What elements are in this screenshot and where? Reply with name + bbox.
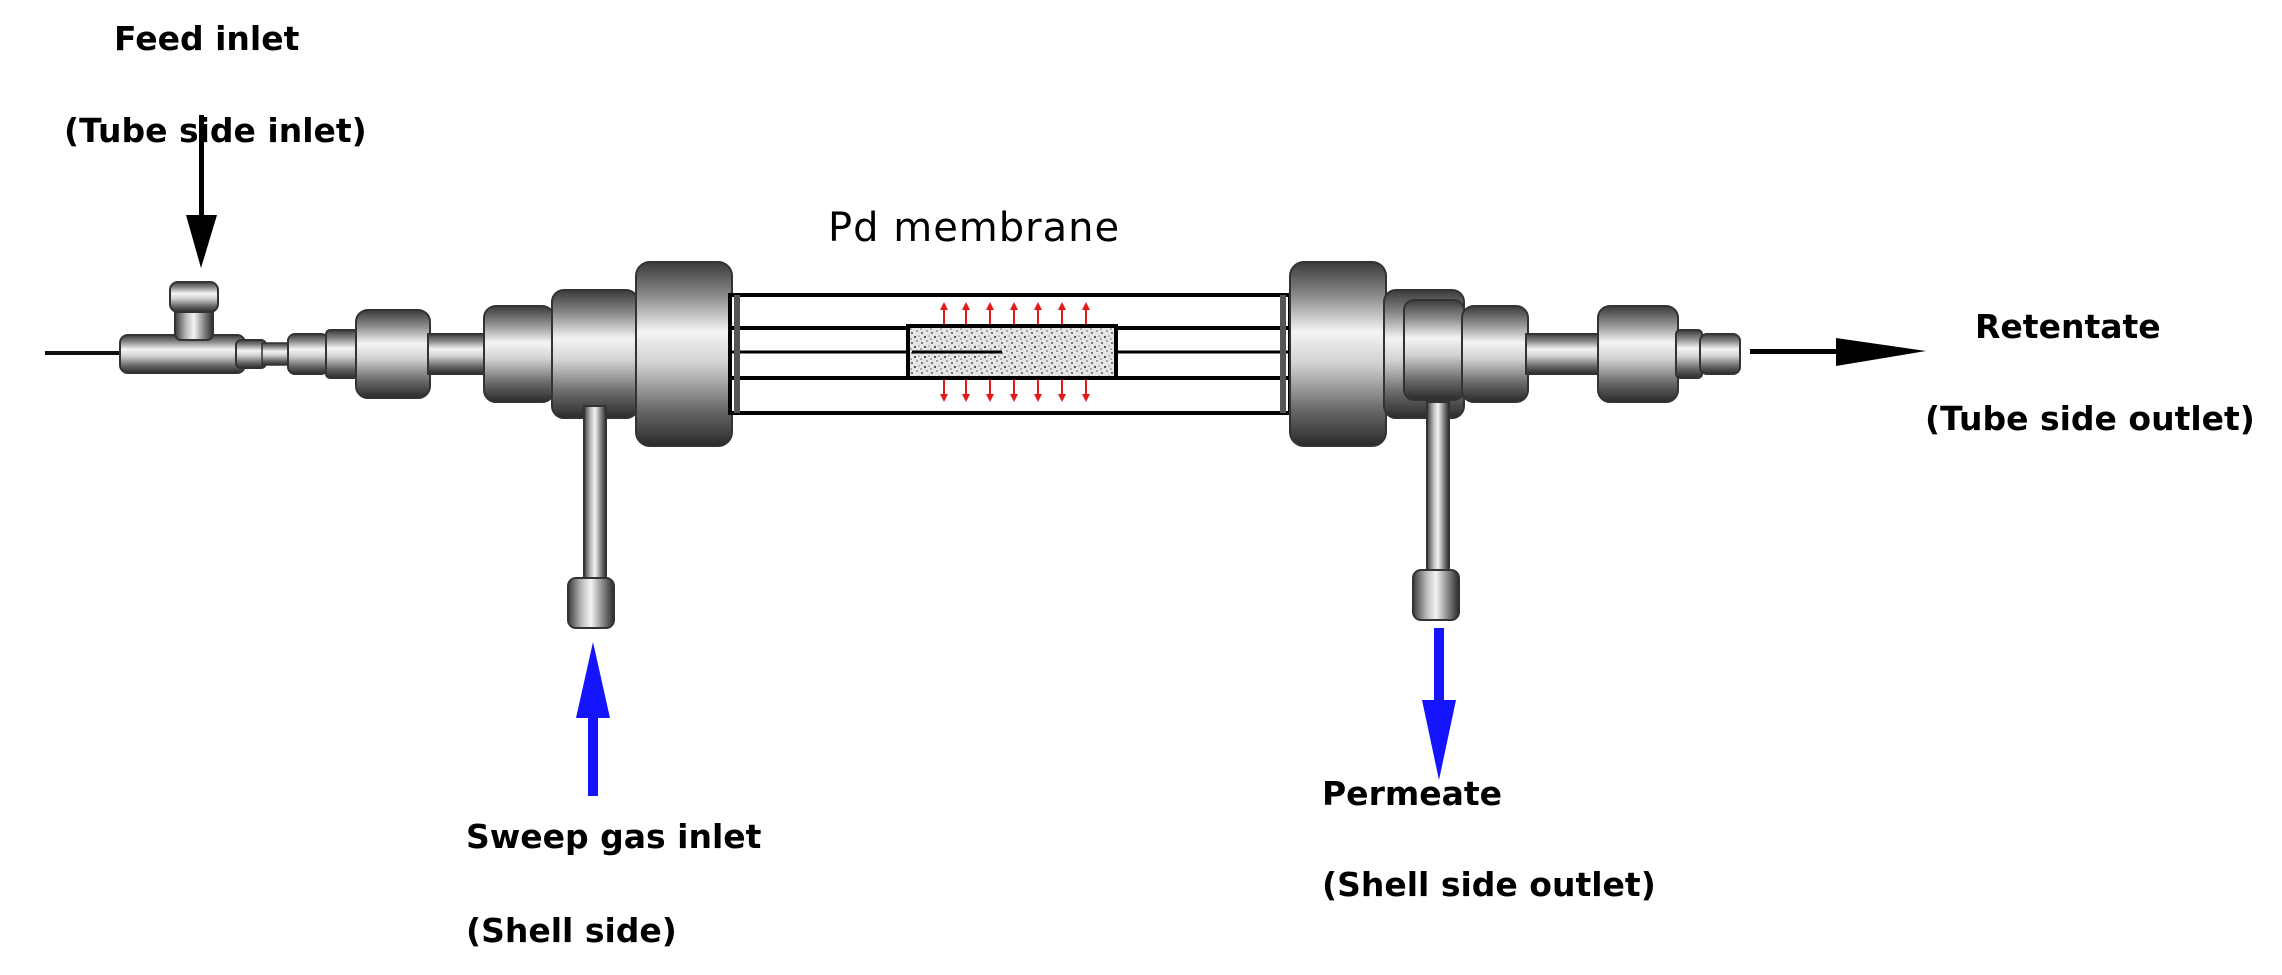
membrane-title: Pd membrane: [828, 205, 1121, 251]
flux-arrowhead-down: [1034, 394, 1042, 402]
pd-membrane-element: [906, 324, 1118, 380]
right-fittings: [1289, 261, 1741, 447]
retentate-arrow-right-icon: [1750, 338, 1926, 366]
inlet-pipe: [45, 351, 125, 355]
flux-arrowhead-down: [962, 394, 970, 402]
sweep-gas-label: Sweep gas inlet: [466, 817, 762, 856]
sweep-gas-sublabel: (Shell side): [466, 911, 677, 950]
feed-arrow-down-icon: [186, 115, 217, 268]
permeate-label: Permeate: [1322, 774, 1503, 813]
flux-arrowhead-up: [986, 302, 994, 310]
left-fittings: [325, 261, 733, 447]
permeate-outlet-tube: [1412, 401, 1460, 621]
flux-arrowhead-up: [1010, 302, 1018, 310]
flux-arrowhead-down: [1010, 394, 1018, 402]
flux-arrowhead-up: [1082, 302, 1090, 310]
flux-arrowhead-down: [1082, 394, 1090, 402]
flux-arrowhead-up: [940, 302, 948, 310]
feed-inlet-sublabel: (Tube side inlet): [64, 111, 367, 150]
flux-arrowhead-down: [1058, 394, 1066, 402]
feed-inlet-label: Feed inlet: [114, 19, 300, 58]
sweep-arrow-up-icon: [576, 642, 610, 796]
feed-tee-fitting: [119, 281, 329, 375]
sweep-inlet-tube: [567, 405, 615, 629]
hydrogen-flux-arrows: [940, 302, 1090, 402]
retentate-sublabel: (Tube side outlet): [1925, 399, 2255, 438]
flux-arrowhead-down: [986, 394, 994, 402]
permeate-arrow-down-icon: [1422, 628, 1456, 780]
flux-arrowhead-up: [1058, 302, 1066, 310]
flux-arrowhead-up: [962, 302, 970, 310]
flux-arrowhead-up: [1034, 302, 1042, 310]
flux-arrowhead-down: [940, 394, 948, 402]
retentate-label: Retentate: [1975, 307, 2161, 346]
permeate-sublabel: (Shell side outlet): [1322, 865, 1656, 904]
